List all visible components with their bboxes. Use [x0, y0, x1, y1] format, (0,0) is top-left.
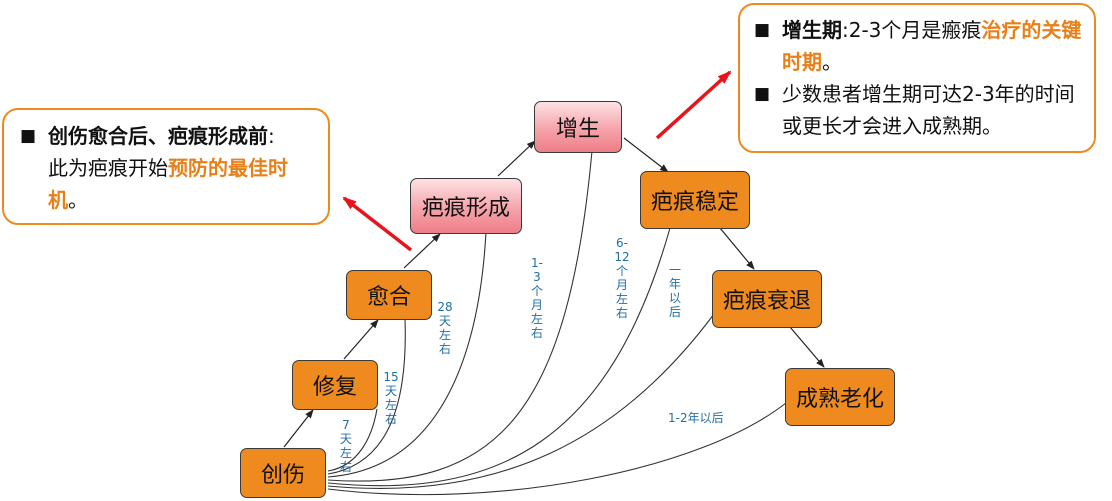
- callout-right-highlight: 治疗的关键时期: [782, 18, 1082, 74]
- arrow-repair-heal: [343, 319, 379, 360]
- duration-label-1-3m: 1-3个月左右: [530, 256, 543, 340]
- node-repair: 修复: [292, 360, 378, 410]
- duration-label-7d: 7天左右: [339, 418, 352, 474]
- bullet-square: ■: [754, 20, 771, 40]
- curve-regress: [327, 313, 715, 489]
- callout-right-text1: :2-3个月是瘢痕: [842, 18, 982, 42]
- callout-left-end: 。: [68, 188, 88, 212]
- node-wound: 创伤: [240, 448, 326, 498]
- callout-left-highlight: 预防的最佳时机: [48, 156, 288, 212]
- arrow-stable-regress: [719, 227, 755, 270]
- node-scar-regress: 疤痕衰退: [712, 270, 822, 328]
- arrow-regress-mature: [789, 326, 825, 368]
- arrow-wound-repair: [283, 409, 314, 448]
- curve-repair: [327, 408, 378, 472]
- callout-right-heading: 增生期: [782, 18, 842, 42]
- node-heal: 愈合: [346, 270, 432, 320]
- callout-left-text: 此为疤痕开始: [48, 156, 168, 180]
- duration-label-1y: 一年以后: [668, 263, 681, 319]
- callout-right-text2: 少数患者增生期可达2-3年的时间或更长才会进入成熟期。: [782, 82, 1075, 138]
- node-proliferation: 增生: [534, 101, 622, 153]
- callout-proliferation: ■ 增生期:2-3个月是瘢痕治疗的关键时期。 ■ 少数患者增生期可达2-3年的时间或…: [738, 3, 1096, 153]
- red-arrow-right: [655, 70, 732, 140]
- red-arrow-left: [342, 196, 413, 252]
- duration-label-15d: 15天左右: [383, 370, 399, 426]
- duration-label-28d: 28天左右: [437, 300, 453, 356]
- callout-left-colon: :: [268, 124, 275, 148]
- duration-label-6-12m: 6-12个月左右: [614, 236, 630, 320]
- callout-left-heading: 创伤愈合后、疤痕形成前: [48, 124, 268, 148]
- curve-scar-form: [327, 231, 487, 478]
- arrow-heal-scar: [403, 233, 441, 269]
- node-mature-aging: 成熟老化: [785, 368, 895, 426]
- curve-heal: [327, 318, 406, 475]
- curve-mature: [327, 402, 787, 496]
- arrow-prolif-stable: [623, 137, 669, 173]
- node-scar-formation: 疤痕形成: [410, 178, 522, 234]
- bullet-square: ■: [20, 126, 37, 146]
- callout-right-end: 。: [822, 50, 842, 74]
- duration-label-1-2y: 1-2年以后: [668, 411, 724, 425]
- node-scar-stable: 疤痕稳定: [640, 171, 750, 229]
- arrow-scar-prolif: [497, 140, 536, 177]
- curve-prolif: [327, 150, 593, 482]
- bullet-square: ■: [754, 84, 771, 104]
- curve-stable: [327, 227, 671, 487]
- callout-prevention: ■ 创伤愈合后、疤痕形成前: 此为疤痕开始预防的最佳时机。: [2, 108, 330, 225]
